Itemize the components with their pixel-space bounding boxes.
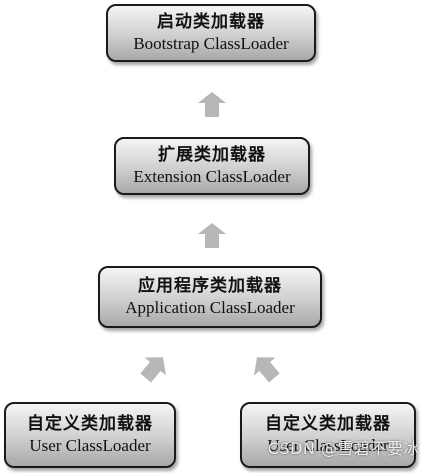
extension-en-label: Extension ClassLoader	[133, 167, 291, 186]
user1-en-label: User ClassLoader	[29, 436, 151, 455]
user2-cn-label: 自定义类加载器	[265, 413, 391, 434]
application-en-label: Application ClassLoader	[125, 298, 295, 317]
arrow-user1-to-application	[140, 357, 167, 383]
arrow-user2-to-application	[253, 357, 280, 383]
bootstrap-en-label: Bootstrap ClassLoader	[133, 34, 289, 53]
user2-en-label: User ClassLoader	[267, 436, 389, 455]
user1-cn-label: 自定义类加载器	[27, 413, 153, 434]
arrow-application-to-extension	[198, 223, 226, 248]
bootstrap-classloader-node: 启动类加载器 Bootstrap ClassLoader	[106, 4, 316, 62]
extension-cn-label: 扩展类加载器	[158, 144, 266, 165]
user-classloader-node-right: 自定义类加载器 User ClassLoader	[240, 402, 416, 468]
arrow-extension-to-bootstrap	[198, 92, 226, 117]
bootstrap-cn-label: 启动类加载器	[157, 11, 265, 32]
application-cn-label: 应用程序类加载器	[138, 275, 282, 296]
user-classloader-node-left: 自定义类加载器 User ClassLoader	[4, 402, 176, 468]
csdn-watermark: CSDN @雪碧不要冰	[267, 439, 420, 458]
extension-classloader-node: 扩展类加载器 Extension ClassLoader	[114, 137, 310, 195]
application-classloader-node: 应用程序类加载器 Application ClassLoader	[98, 266, 322, 328]
